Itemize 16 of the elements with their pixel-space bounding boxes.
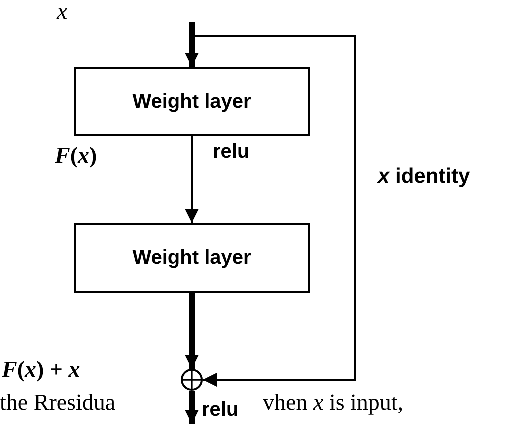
arrow bbox=[185, 293, 199, 369]
caption-text: the Rresidua bbox=[0, 391, 116, 414]
arrow bbox=[195, 35, 356, 387]
caption-text: vhen x is input, bbox=[263, 391, 404, 414]
arrow bbox=[185, 391, 199, 424]
layer-box: Weight layer bbox=[74, 67, 310, 136]
sum-label: F(x) + x bbox=[2, 358, 80, 381]
layer-box: Weight layer bbox=[74, 223, 310, 293]
edge-label: x identity bbox=[378, 166, 470, 187]
edge-label: relu bbox=[202, 400, 239, 420]
sum-circle bbox=[181, 369, 203, 391]
function-label: F(x) bbox=[55, 144, 98, 167]
input-label: x bbox=[57, 0, 68, 24]
edge-label: relu bbox=[213, 142, 250, 162]
arrow bbox=[185, 22, 199, 67]
arrow bbox=[185, 136, 199, 223]
